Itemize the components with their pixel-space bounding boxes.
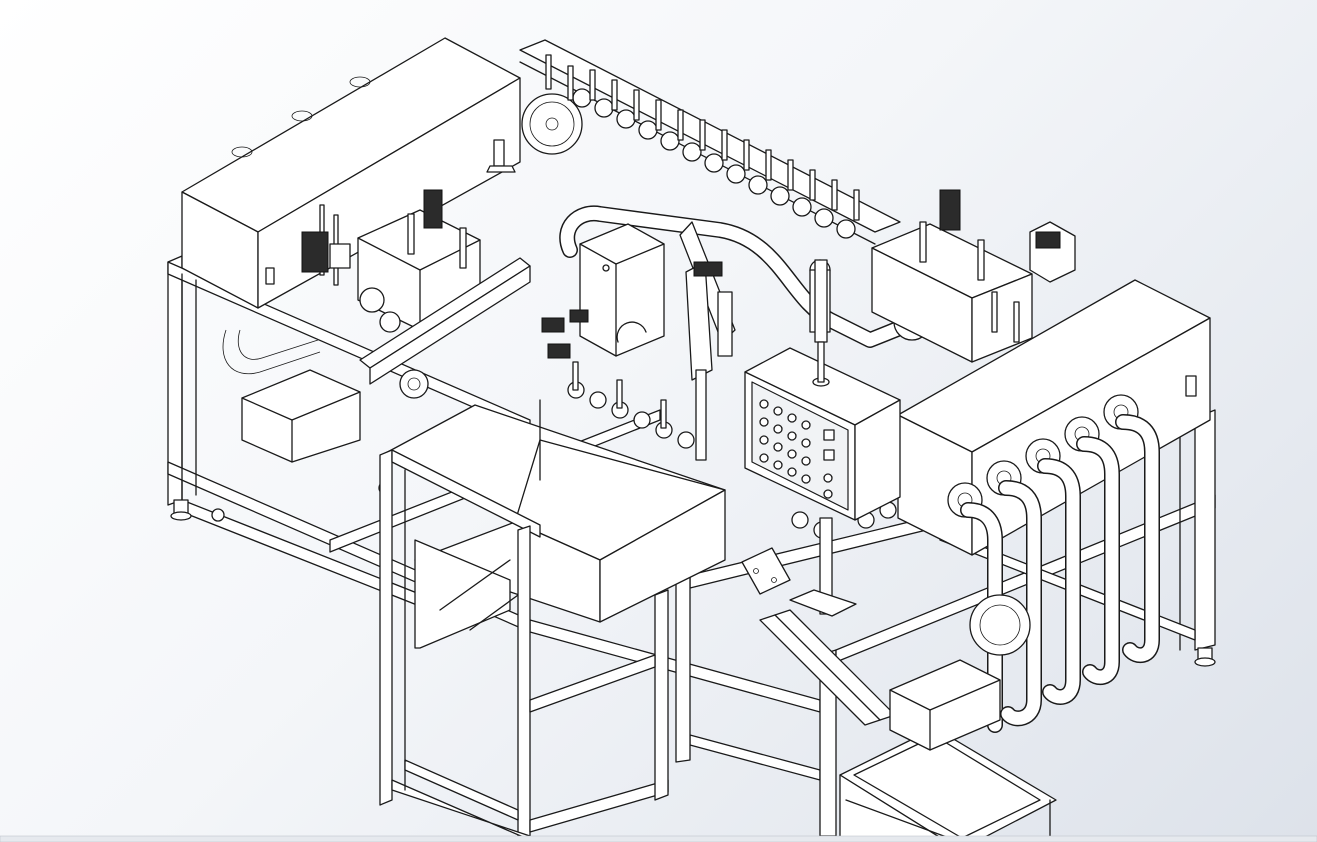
hopper <box>379 399 726 841</box>
dosing-module <box>301 189 481 333</box>
hopper-stand <box>379 449 669 841</box>
panel-buttons <box>759 399 835 499</box>
panel-stand <box>789 517 857 617</box>
collection-bin <box>839 727 1057 842</box>
fitting-stack <box>541 309 589 359</box>
bottle-pins <box>545 54 860 221</box>
bottle-conveyor <box>519 39 901 539</box>
stack-light <box>812 259 830 387</box>
pump-box <box>889 659 1001 751</box>
chain-links <box>572 88 856 239</box>
filling-nozzle <box>679 221 736 461</box>
center-cabinet <box>541 223 665 359</box>
control-panel <box>741 259 901 617</box>
valve-cluster <box>301 231 401 333</box>
status-strip <box>0 835 1317 842</box>
piping-manifold <box>960 414 1160 733</box>
guide-rail <box>359 257 531 399</box>
